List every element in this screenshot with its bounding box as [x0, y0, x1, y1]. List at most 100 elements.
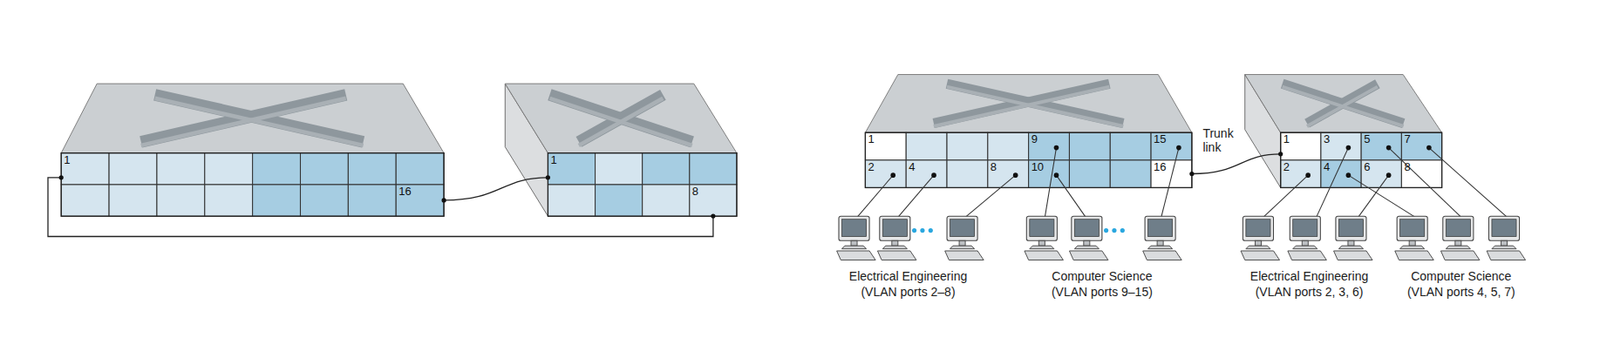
port-cell [156, 153, 205, 185]
screen [882, 219, 907, 238]
screen [1148, 219, 1173, 238]
keyboard [1240, 251, 1280, 261]
monitor-neck [851, 240, 858, 246]
switch-logo [1307, 83, 1378, 123]
port-dot [545, 175, 551, 180]
switch-logo-shade [141, 98, 347, 146]
monitor-base [1338, 245, 1363, 250]
cable [1429, 148, 1508, 218]
computer-icon [877, 216, 916, 260]
group-caption: (VLAN ports 9–15) [1051, 285, 1153, 300]
monitor [1289, 216, 1321, 241]
monitor-base [950, 245, 975, 250]
keyboard [837, 251, 876, 261]
port-cell [300, 153, 349, 185]
port-cell [1109, 132, 1151, 161]
monitor-base [1029, 245, 1055, 250]
monitor [879, 216, 911, 241]
monitor-neck [1500, 240, 1507, 246]
port-dot [1278, 151, 1283, 157]
port-cell [905, 132, 947, 161]
group-caption: Computer Science [1051, 269, 1152, 284]
monitor-neck [1254, 240, 1261, 246]
port-cell [1150, 160, 1192, 189]
port-cell [347, 184, 396, 217]
switch-port: 16 [1150, 160, 1192, 189]
screen [1293, 219, 1318, 238]
monitor-neck [1301, 240, 1308, 246]
switch-port: 9 [1028, 132, 1070, 161]
group-caption: Computer Science [1410, 269, 1512, 284]
cable [857, 175, 893, 218]
ellipsis-dot [919, 228, 925, 233]
cable [1055, 175, 1086, 218]
screen [1245, 219, 1271, 238]
port-cell [689, 184, 737, 217]
port-cell [1280, 132, 1321, 161]
port-number: 16 [1150, 160, 1192, 174]
port-cell [395, 153, 444, 185]
monitor-neck [1348, 240, 1355, 246]
port-cell [395, 184, 444, 217]
port-cell [595, 153, 643, 185]
keyboard [1287, 251, 1327, 261]
ellipsis-dot [1111, 228, 1117, 233]
computer-icon [837, 216, 876, 260]
keyboard [1143, 251, 1182, 261]
screen [1029, 219, 1055, 238]
port-dot [1346, 172, 1352, 178]
keyboard [1024, 251, 1063, 261]
monitor [1335, 216, 1367, 241]
computer-icon [1440, 216, 1479, 260]
cable [443, 177, 548, 201]
port-dot [1054, 145, 1060, 151]
switch-logo-shade [933, 87, 1110, 127]
port-dot [1386, 145, 1392, 151]
monitor [1026, 216, 1057, 241]
monitor-neck [891, 240, 899, 246]
computer-icon [1024, 216, 1063, 260]
cable [965, 175, 1016, 218]
port-dot [1346, 145, 1352, 151]
port-cell [1361, 132, 1402, 161]
switch-port: 4 [1320, 160, 1362, 189]
switch-logo-shade [578, 98, 663, 146]
port-cell [1068, 132, 1110, 161]
port-dot [1054, 172, 1060, 178]
port-cell [1109, 160, 1151, 189]
port-number: 4 [905, 160, 947, 174]
monitor-base [1245, 245, 1271, 250]
computer-icon [1143, 216, 1182, 260]
switch-port: 15 [1150, 132, 1192, 161]
cable [1358, 175, 1389, 218]
port-number: 3 [1320, 132, 1362, 146]
port-number: 16 [395, 184, 444, 198]
port-cell [1280, 160, 1321, 189]
keyboard [945, 251, 984, 261]
link-label: Trunk link [1200, 126, 1235, 155]
port-cell [252, 184, 301, 217]
switch-top [864, 74, 1192, 134]
computer-icon [1486, 216, 1526, 260]
switch-port: 1 [864, 132, 906, 161]
switch-port: 1 [61, 153, 109, 185]
port-cell [1028, 132, 1070, 161]
cable [1316, 148, 1349, 218]
monitor [946, 216, 978, 241]
switch-port: 4 [905, 160, 947, 189]
port-dot [1386, 172, 1392, 178]
switch-logo-shade [155, 98, 364, 146]
switch-port: 1 [1280, 132, 1321, 161]
switch-port: 10 [1028, 160, 1070, 189]
cable [1348, 175, 1416, 218]
screen [1338, 219, 1363, 238]
port-number: 7 [1401, 132, 1442, 146]
port-cell [946, 160, 988, 189]
switch-top [1245, 74, 1443, 134]
screen [1400, 219, 1425, 238]
port-dot [59, 175, 64, 180]
switch-port: 8 [689, 184, 737, 217]
port-cell [987, 132, 1029, 161]
cable [1191, 154, 1281, 175]
